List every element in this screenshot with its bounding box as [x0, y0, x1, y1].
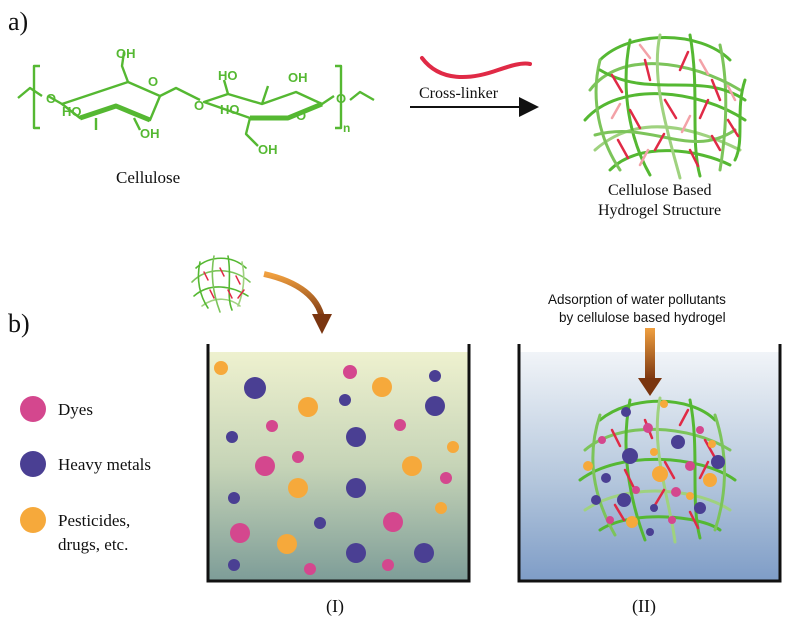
atom-o-ring-left: O	[148, 74, 158, 89]
legend-label-heavy-metals: Heavy metals	[58, 455, 151, 474]
adsorption-label-line2: by cellulose based hydrogel	[559, 310, 726, 325]
atom-oh-top: OH	[116, 46, 136, 61]
legend-swatch-dyes	[20, 396, 46, 422]
beaker-1-label: (I)	[326, 596, 344, 617]
hydrogel-network-small	[190, 252, 251, 313]
atom-ho-left: HO	[62, 104, 82, 119]
hydrogel-network-large	[583, 33, 747, 180]
drop-arrow	[263, 271, 325, 319]
atom-oh-right-top: OH	[288, 70, 308, 85]
panel-b-label: b)	[8, 309, 30, 338]
atom-o-ring-right: O	[296, 108, 306, 123]
legend-label-drugs: drugs, etc.	[58, 535, 128, 554]
atom-o-left: O	[46, 91, 56, 106]
crosslinker-label: Cross-linker	[419, 85, 499, 102]
legend-label-dyes: Dyes	[58, 400, 93, 419]
beaker-1-pollutants	[214, 361, 459, 575]
atom-oh-right-bottom: OH	[258, 142, 278, 157]
atom-ho-right: HO	[218, 68, 238, 83]
beaker-1	[206, 344, 471, 583]
atom-o-bridge: O	[194, 98, 204, 113]
adsorption-label-line1: Adsorption of water pollutants	[548, 292, 726, 307]
legend-swatch-pesticides	[20, 507, 46, 533]
legend: Dyes Heavy metals Pesticides, drugs, etc…	[20, 396, 151, 554]
atom-ho-right-mid: HO	[220, 102, 240, 117]
beaker-2-label: (II)	[632, 596, 656, 617]
atom-oh-left-bottom: OH	[140, 126, 160, 141]
atom-o-right: O	[336, 91, 346, 106]
subscript-n: n	[343, 121, 350, 135]
crosslinker-strand	[420, 56, 532, 80]
cellulose-structure	[17, 51, 375, 147]
adsorption-arrow-shaft	[645, 328, 655, 380]
legend-swatch-heavy-metals	[20, 451, 46, 477]
legend-label-pesticides: Pesticides,	[58, 511, 130, 530]
product-label-line1: Cellulose Based	[608, 182, 712, 199]
captured-pollutants	[583, 400, 725, 536]
panel-a-label: a)	[8, 7, 28, 36]
product-label-line2: Hydrogel Structure	[598, 202, 721, 219]
drop-arrow-head	[312, 314, 332, 334]
adsorption-arrow-head	[638, 378, 662, 396]
cellulose-label: Cellulose	[116, 168, 180, 187]
